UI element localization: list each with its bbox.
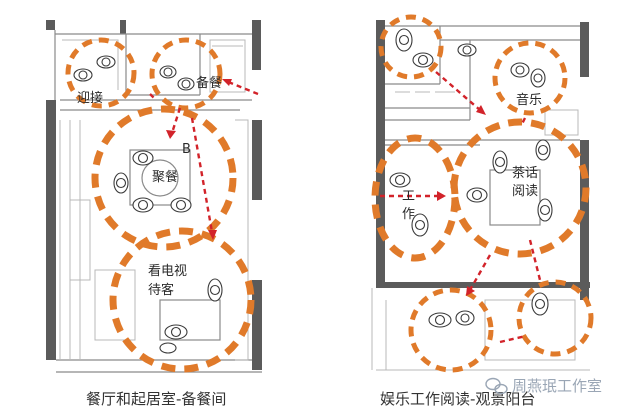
- balcony-zone-circle: [408, 287, 494, 373]
- label-line: 工: [402, 189, 415, 204]
- dining-zone-label: 聚餐: [152, 169, 178, 185]
- flow-arrow: [435, 71, 481, 111]
- work-zone-circle: [371, 134, 459, 262]
- welcome-zone-label: 迎接: [77, 90, 103, 106]
- music-zone-label: 音乐: [516, 92, 542, 108]
- welcome-zone-circle: [65, 37, 137, 109]
- watermark: 周燕珉工作室: [485, 377, 602, 395]
- tv-zone-label: 看电视待客: [148, 263, 187, 298]
- label-line: 茶话: [512, 165, 538, 181]
- tv-zone-circle: [109, 227, 255, 373]
- right-plan-caption: 娱乐工作阅读-观景阳台: [380, 390, 535, 408]
- flow-arrow: [225, 79, 259, 96]
- wechat-icon: [485, 377, 508, 395]
- flow-arrow: [149, 93, 157, 101]
- person-icon: [389, 28, 553, 328]
- flow-arrow: [468, 254, 492, 291]
- music-zone-circle: [492, 40, 568, 116]
- tea-reading-zone-label: 茶话阅读: [512, 165, 538, 199]
- label-line: 待客: [148, 282, 174, 298]
- left-plan-caption: 餐厅和起居室-备餐间: [86, 390, 226, 408]
- flow-arrow: [520, 117, 527, 125]
- label-line: 作: [402, 207, 415, 222]
- flow-arrow: [190, 117, 214, 233]
- flow-arrow: [528, 239, 542, 281]
- flow-arrow: [499, 334, 527, 344]
- entry-zone-circle: [378, 14, 444, 80]
- work-zone-label: 工作: [402, 189, 415, 222]
- person-icon: [73, 55, 223, 354]
- left-floor-plan: B 迎接 备餐 聚餐 看电视待客 餐厅和起居室-备餐间: [46, 20, 262, 408]
- right-floor-plan: 音乐 茶话阅读 工作 娱乐工作阅读-观景阳台: [371, 14, 594, 408]
- label-line: 阅读: [512, 184, 538, 199]
- prep-zone-circle: [149, 37, 223, 111]
- prep-zone-label: 备餐: [196, 75, 222, 91]
- watermark-text: 周燕珉工作室: [512, 377, 602, 395]
- label-line: 看电视: [148, 263, 187, 279]
- balcony-view-zone-circle: [516, 279, 594, 357]
- flow-arrow: [170, 107, 182, 134]
- dining-marker-b: B: [182, 142, 191, 157]
- dining-zone-circle: [91, 105, 237, 251]
